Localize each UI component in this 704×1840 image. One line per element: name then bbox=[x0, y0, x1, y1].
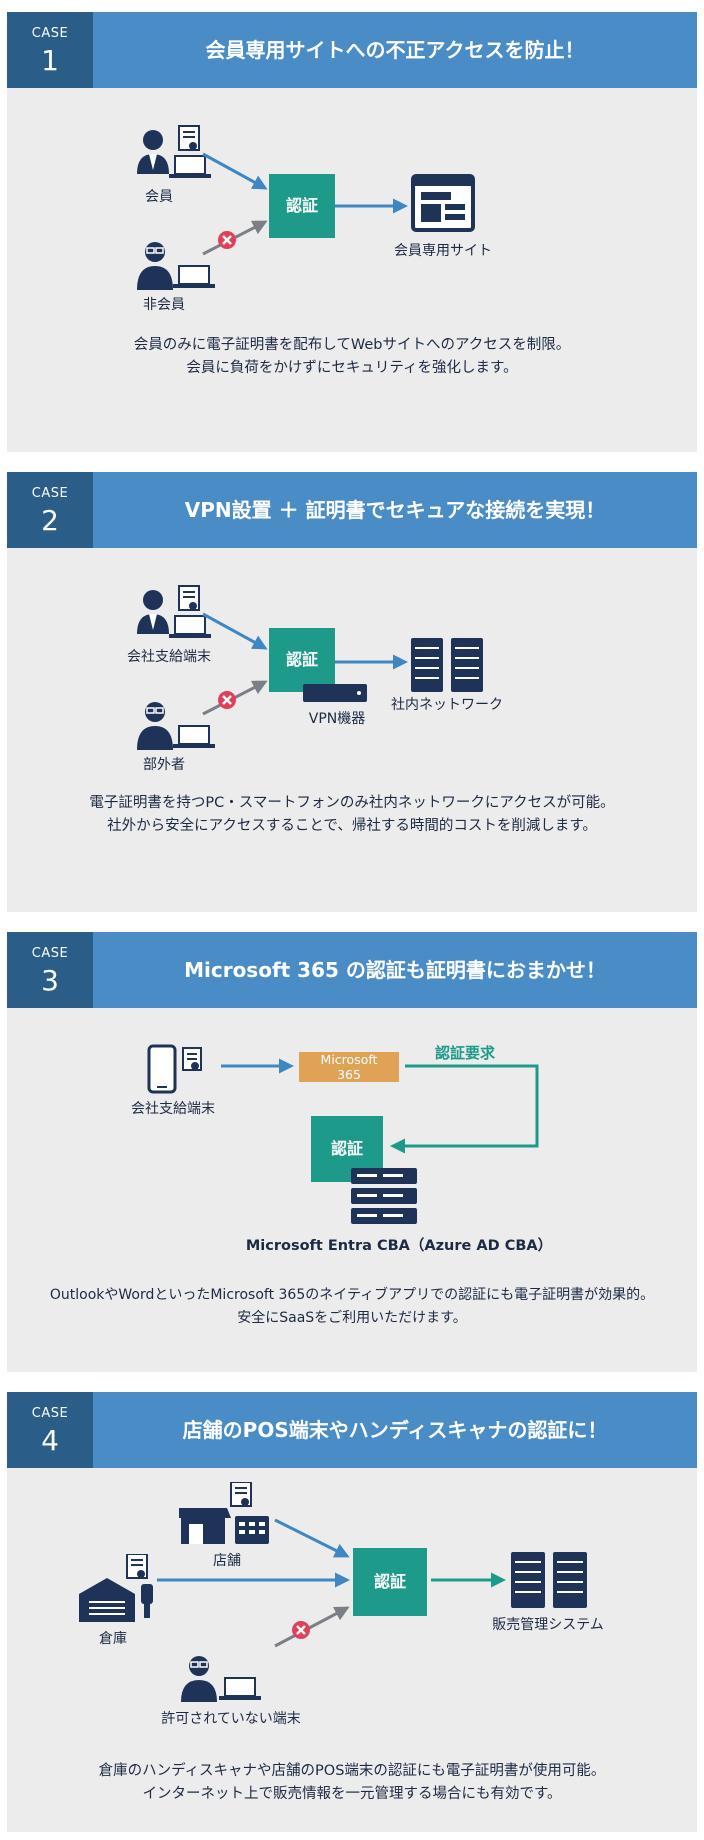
case-2-section: CASE 2 VPN設置 ＋ 証明書でセキュアな接続を実現！ 会社支給端末 部外… bbox=[7, 472, 697, 912]
website-icon bbox=[411, 174, 475, 232]
ms-label-line2: 365 bbox=[337, 1067, 361, 1082]
case-word: CASE bbox=[31, 486, 69, 501]
case-3-badge: CASE 3 bbox=[7, 932, 93, 1008]
auth-box: 認証 bbox=[269, 174, 335, 238]
member-with-certificate-icon bbox=[137, 125, 211, 178]
case-2-badge: CASE 2 bbox=[7, 472, 93, 548]
case-1-body: 会員 非会員 認証 会員専用サイト bbox=[7, 88, 697, 452]
store-pos-icon bbox=[179, 1482, 269, 1544]
case-number: 2 bbox=[41, 504, 59, 537]
case-2-header: CASE 2 VPN設置 ＋ 証明書でセキュアな接続を実現！ bbox=[7, 472, 697, 548]
description-line: 社外から安全にアクセスすることで、帰社する時間的コストを削減します。 bbox=[107, 818, 597, 834]
case-number: 3 bbox=[41, 964, 59, 997]
case-1-header: CASE 1 会員専用サイトへの不正アクセスを防止！ bbox=[7, 12, 697, 88]
case-3-title: Microsoft 365 の認証も証明書におまかせ！ bbox=[184, 958, 606, 982]
case-4-title: 店舗のPOS端末やハンディスキャナの認証に！ bbox=[182, 1418, 608, 1442]
description-line: 会員に負荷をかけずにセキュリティを強化します。 bbox=[186, 360, 518, 376]
reject-x-icon bbox=[218, 231, 236, 249]
company-device-label: 会社支給端末 bbox=[127, 649, 211, 665]
sales-system-server-icon bbox=[511, 1552, 587, 1608]
case-3-arrows bbox=[221, 1058, 539, 1154]
description-line: OutlookやWordといったMicrosoft 365のネイティブアプリでの… bbox=[49, 1287, 655, 1303]
sales-system-label: 販売管理システム bbox=[492, 1617, 604, 1633]
unauthorized-device-label: 許可されていない端末 bbox=[161, 1711, 301, 1727]
description-line: 安全にSaaSをご利用いただけます。 bbox=[237, 1310, 467, 1326]
server-rack-icon bbox=[351, 1168, 417, 1224]
case-2-title: VPN設置 ＋ 証明書でセキュアな接続を実現！ bbox=[184, 498, 606, 522]
case-3-description: OutlookやWordといったMicrosoft 365のネイティブアプリでの… bbox=[7, 1284, 697, 1330]
case-1-description: 会員のみに電子証明書を配布してWebサイトへのアクセスを制限。 会員に負荷をかけ… bbox=[7, 334, 697, 380]
case-word: CASE bbox=[31, 946, 69, 961]
case-1-section: CASE 1 会員専用サイトへの不正アクセスを防止！ 会員 非会員 bbox=[7, 12, 697, 452]
case-2-body: 会社支給端末 部外者 認証 VPN機器 bbox=[7, 548, 697, 912]
internal-network-icon bbox=[411, 638, 483, 692]
auth-box: 認証 bbox=[269, 628, 335, 692]
microsoft-365-box: Microsoft 365 bbox=[299, 1052, 399, 1082]
company-user-with-certificate-icon bbox=[137, 585, 211, 638]
non-member-icon bbox=[137, 242, 215, 290]
case-4-description: 倉庫のハンディスキャナや店舗のPOS端末の認証にも電子証明書が使用可能。 インタ… bbox=[7, 1760, 697, 1806]
case-4-section: CASE 4 店舗のPOS端末やハンディスキャナの認証に！ 店舗 bbox=[7, 1392, 697, 1832]
case-4-header: CASE 4 店舗のPOS端末やハンディスキャナの認証に！ bbox=[7, 1392, 697, 1468]
case-2-arrows bbox=[202, 612, 408, 716]
outsider-icon bbox=[137, 702, 215, 750]
case-4-arrows bbox=[157, 1518, 506, 1648]
company-device-label: 会社支給端末 bbox=[131, 1101, 215, 1117]
non-member-label: 非会員 bbox=[143, 297, 185, 313]
case-3-section: CASE 3 Microsoft 365 の認証も証明書におまかせ！ 会社支給端… bbox=[7, 932, 697, 1372]
case-word: CASE bbox=[31, 26, 69, 41]
case-3-body: 会社支給端末 Microsoft 365 認証要求 認証 Microsoft E… bbox=[7, 1008, 697, 1372]
entra-cba-label: Microsoft Entra CBA（Azure AD CBA） bbox=[245, 1238, 553, 1254]
description-line: 会員のみに電子証明書を配布してWebサイトへのアクセスを制限。 bbox=[133, 337, 571, 353]
case-1-arrows bbox=[202, 152, 408, 256]
description-line: 倉庫のハンディスキャナや店舗のPOS端末の認証にも電子証明書が使用可能。 bbox=[98, 1763, 606, 1779]
member-label: 会員 bbox=[145, 189, 173, 205]
reject-x-icon bbox=[218, 691, 236, 709]
case-number: 4 bbox=[41, 1424, 59, 1457]
vpn-device-icon bbox=[303, 684, 367, 702]
description-line: 電子証明書を持つPC・スマートフォンのみ社内ネットワークにアクセスが可能。 bbox=[89, 795, 615, 811]
store-label: 店舗 bbox=[213, 1553, 241, 1569]
warehouse-scanner-icon bbox=[79, 1554, 153, 1622]
smartphone-with-certificate-icon bbox=[147, 1044, 202, 1094]
vpn-device-label: VPN機器 bbox=[308, 711, 366, 727]
warehouse-label: 倉庫 bbox=[99, 1631, 127, 1647]
case-1-title: 会員専用サイトへの不正アクセスを防止！ bbox=[205, 38, 585, 62]
case-3-header: CASE 3 Microsoft 365 の認証も証明書におまかせ！ bbox=[7, 932, 697, 1008]
auth-box: 認証 bbox=[353, 1548, 427, 1616]
reject-x-icon bbox=[292, 1621, 310, 1639]
description-line: インターネット上で販売情報を一元管理する場合にも有効です。 bbox=[142, 1786, 562, 1802]
member-site-label: 会員専用サイト bbox=[394, 243, 492, 259]
case-number: 1 bbox=[41, 44, 59, 77]
case-1-badge: CASE 1 bbox=[7, 12, 93, 88]
case-word: CASE bbox=[31, 1406, 69, 1421]
unauthorized-user-icon bbox=[181, 1656, 261, 1702]
auth-request-label: 認証要求 bbox=[435, 1044, 496, 1062]
internal-network-label: 社内ネットワーク bbox=[391, 697, 503, 713]
ms-label-line1: Microsoft bbox=[320, 1052, 378, 1067]
case-4-badge: CASE 4 bbox=[7, 1392, 93, 1468]
case-2-description: 電子証明書を持つPC・スマートフォンのみ社内ネットワークにアクセスが可能。 社外… bbox=[7, 792, 697, 838]
case-4-body: 店舗 倉庫 許可されていない端末 bbox=[7, 1468, 697, 1832]
outsider-label: 部外者 bbox=[143, 757, 185, 773]
